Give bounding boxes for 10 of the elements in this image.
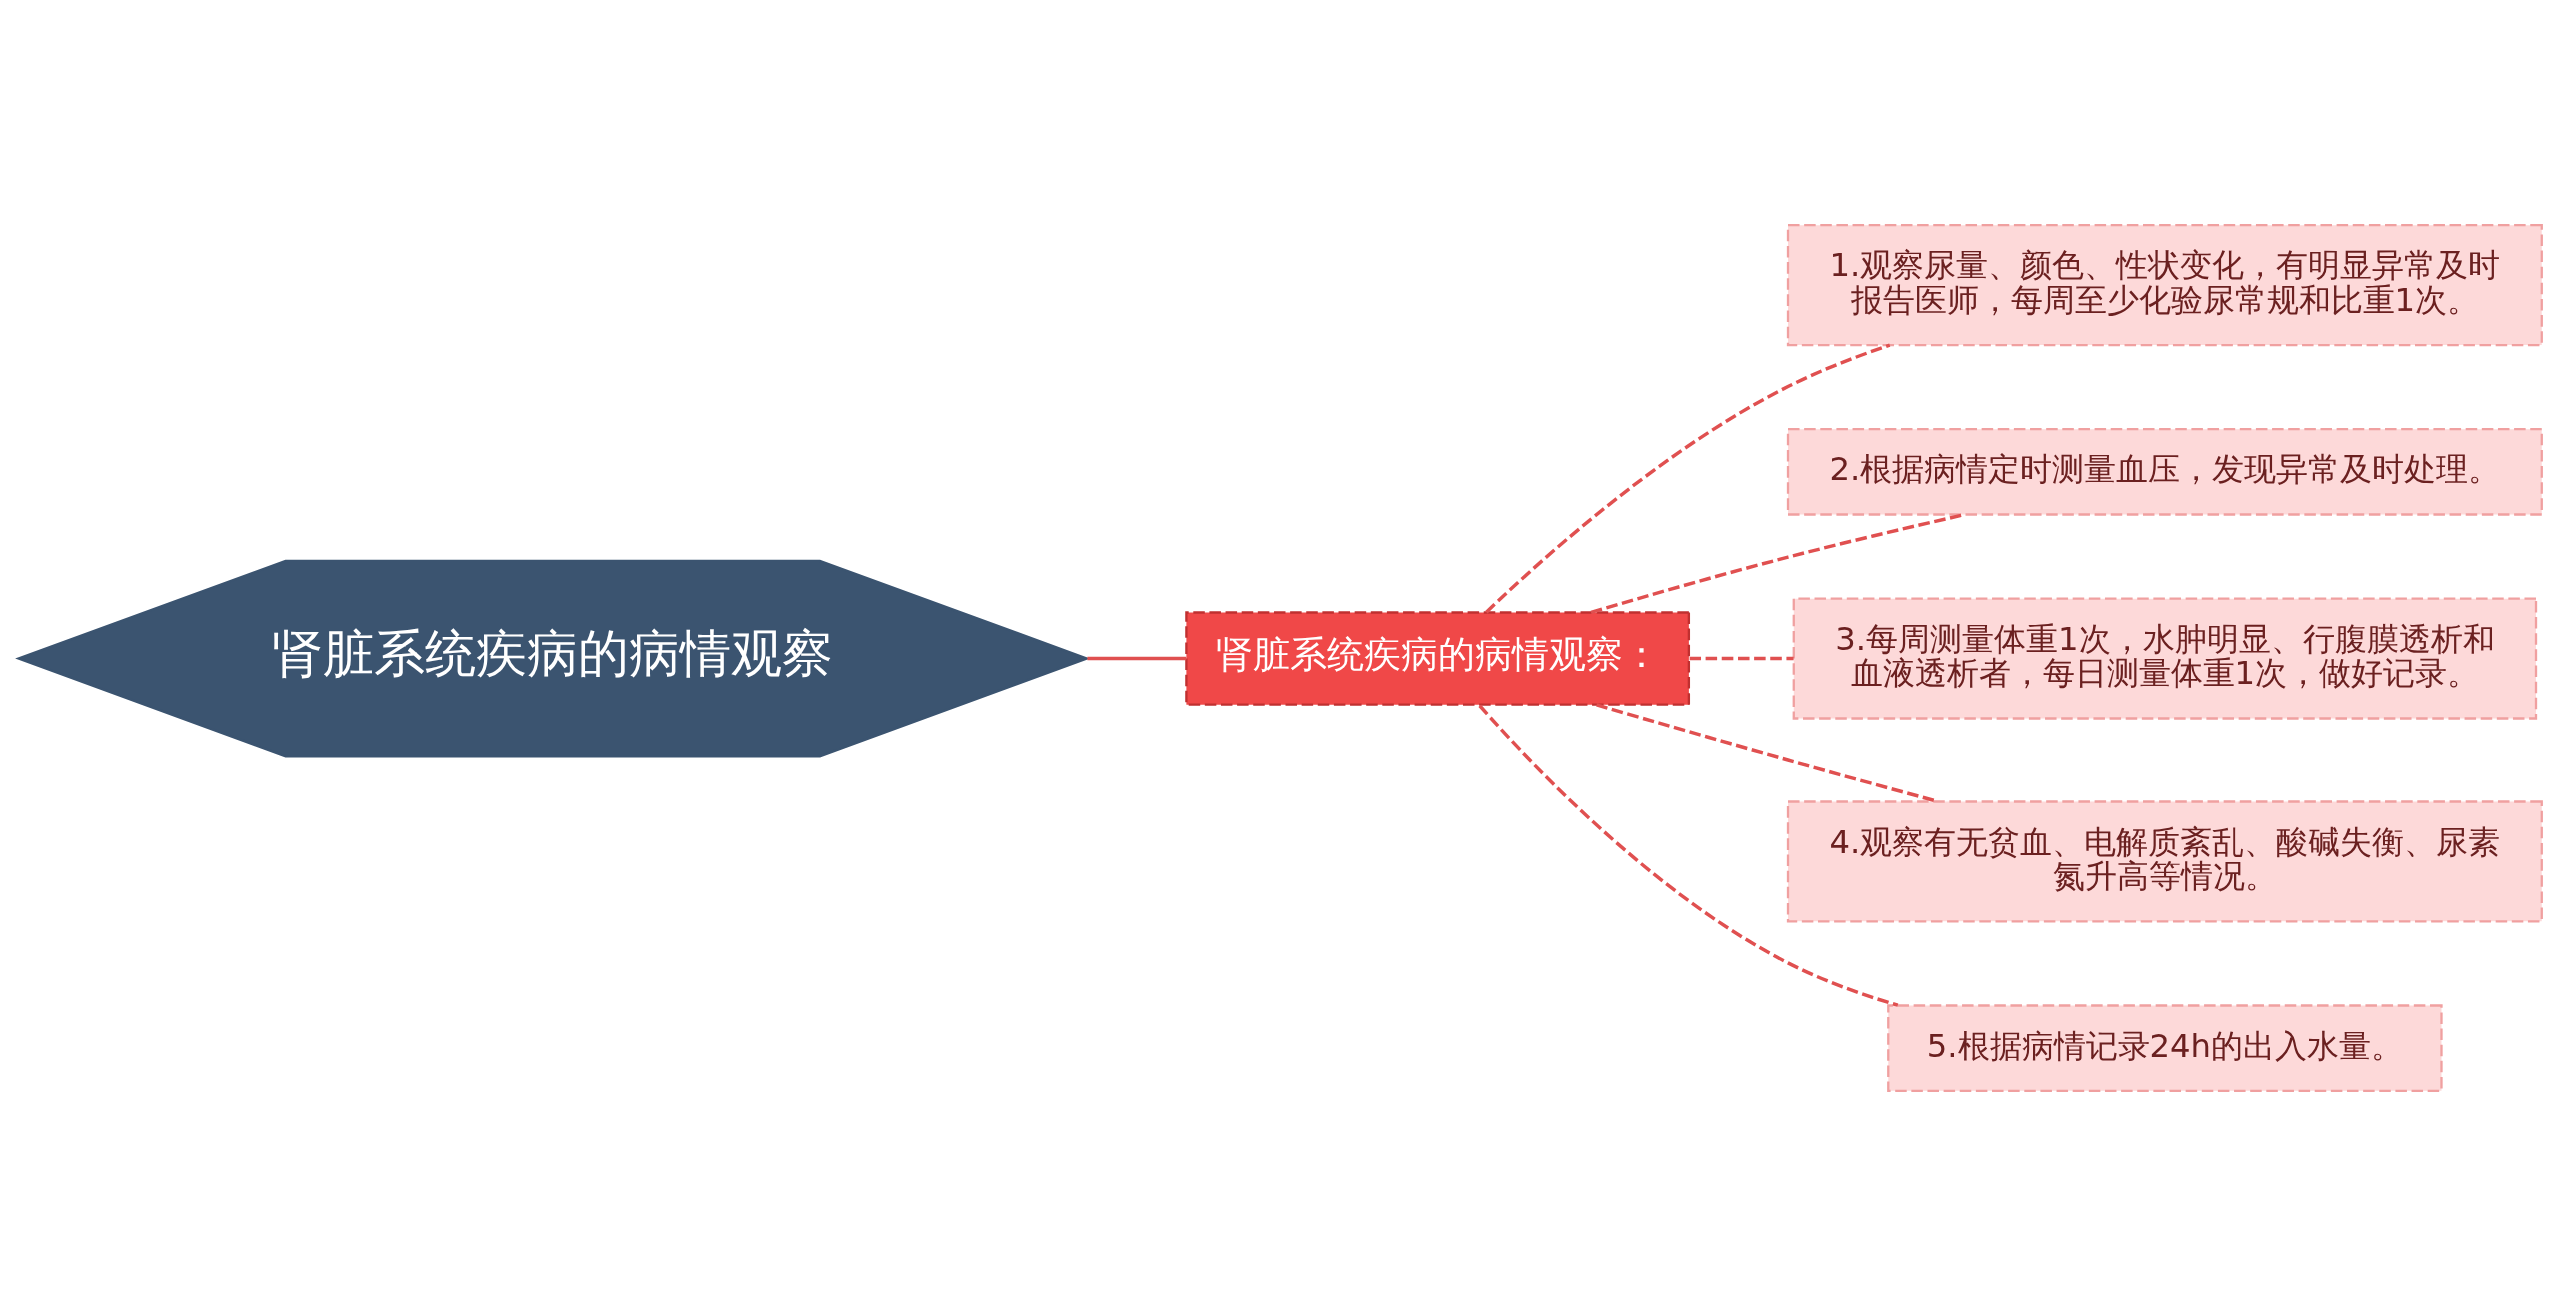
node-box: 5.根据病情记录24h的出入水量。 [1887, 1004, 2443, 1092]
node-box: 2.根据病情定时测量血压，发现异常及时处理。 [1786, 428, 2543, 516]
connector [1087, 656, 1187, 661]
node-box: 4.观察有无贫血、电解质紊乱、酸碱失衡、尿素氮升高等情况。 [1786, 800, 2543, 923]
node-box: 1.观察尿量、颜色、性状变化，有明显异常及时报告医师，每周至少化验尿常规和比重1次。 [1786, 224, 2543, 347]
connector [1485, 343, 1891, 614]
node-box: 3.每周测量体重1次，水肿明显、行腹膜透析和血液透析者，每日测量体重1次，做好记录。 [1792, 597, 2538, 720]
connector [1478, 704, 1899, 1007]
connector [1689, 656, 1794, 661]
node-box: 肾脏系统疾病的病情观察： [1185, 611, 1691, 706]
